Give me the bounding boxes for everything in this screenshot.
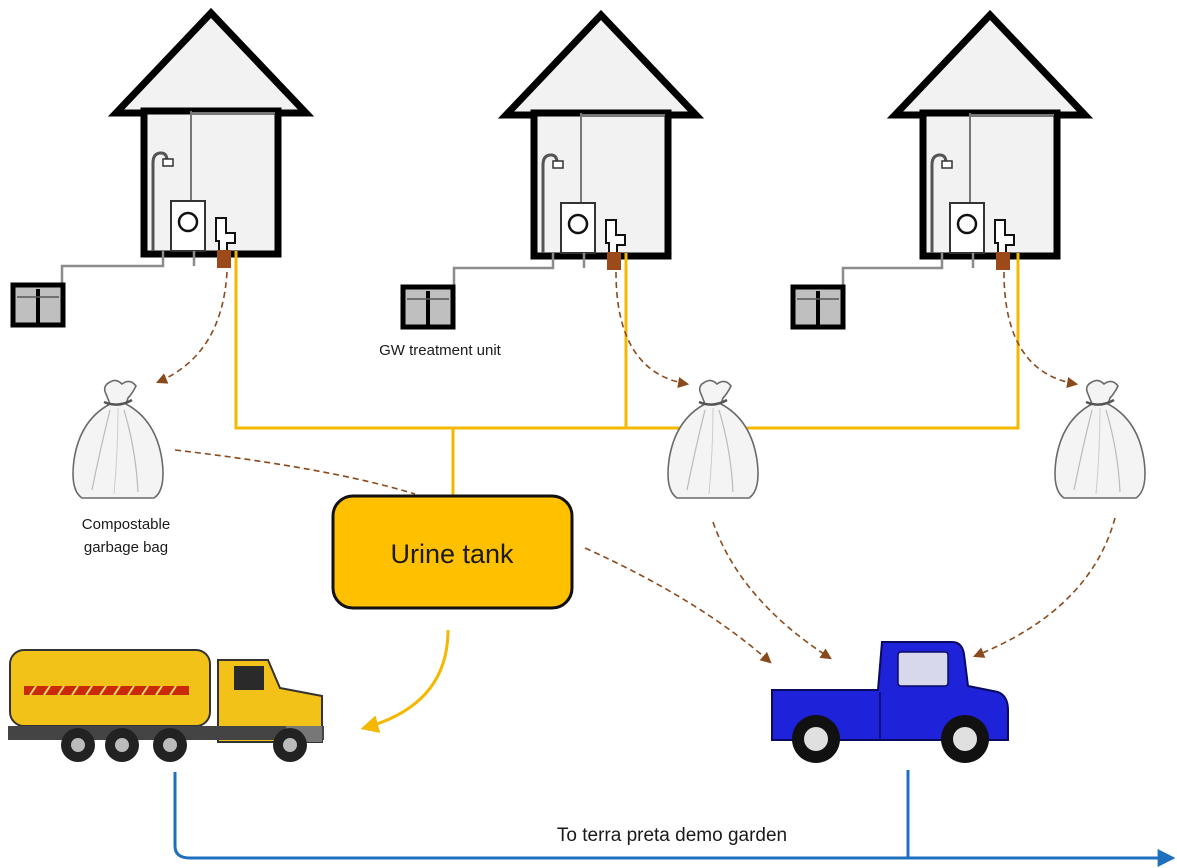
greywater-pipes xyxy=(60,251,975,287)
tanker-truck-icon xyxy=(8,649,324,762)
urine-to-tanker-arrow xyxy=(360,629,450,733)
house-icon xyxy=(895,15,1085,270)
urine-tank-label: Urine tank xyxy=(390,539,514,569)
greywater-tank-icon xyxy=(793,287,843,327)
greywater-tank-icon xyxy=(403,287,453,327)
house-3 xyxy=(895,15,1085,270)
urine-tank xyxy=(331,494,574,610)
greywater-tank-icon xyxy=(13,285,63,325)
house-1 xyxy=(116,13,306,268)
garbage-bag-icon xyxy=(666,379,760,500)
urine-pipes xyxy=(234,251,1020,496)
to-garden-line xyxy=(173,772,1176,867)
house-2 xyxy=(506,15,696,270)
gw-treatment-unit-label: GW treatment unit xyxy=(379,342,502,359)
feces-flows xyxy=(155,271,1116,664)
house-icon xyxy=(506,15,696,270)
pickup-truck-icon xyxy=(771,641,1009,763)
house-icon xyxy=(116,13,306,268)
garbage-bag-label-line1: Compostable xyxy=(82,516,170,533)
garbage-bag-icon xyxy=(71,379,165,500)
garbage-bag-label-line2: garbage bag xyxy=(84,539,168,556)
destination-label: To terra preta demo garden xyxy=(557,825,787,846)
garbage-bag-icon xyxy=(1053,379,1147,500)
